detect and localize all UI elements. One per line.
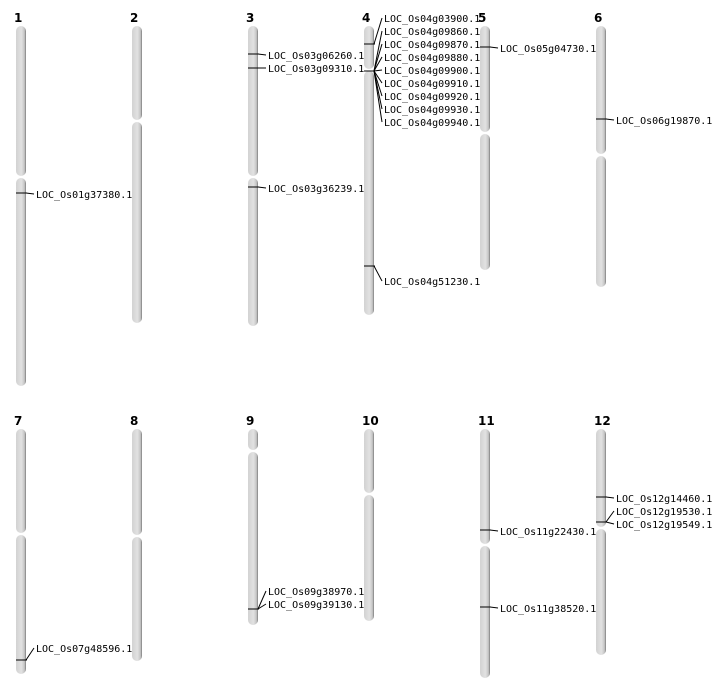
chromosome-7-short-arm bbox=[16, 429, 26, 533]
gene-connector bbox=[605, 118, 615, 121]
chromosome-8-short-arm bbox=[132, 429, 142, 535]
gene-label: LOC_Os09g38970.1 bbox=[268, 587, 364, 598]
gene-connector bbox=[25, 647, 35, 661]
chromosome-number: 6 bbox=[594, 11, 602, 25]
gene-label: LOC_Os12g19549.1 bbox=[616, 520, 712, 531]
chromosome-number: 12 bbox=[594, 414, 611, 428]
chromosome-3-long-arm bbox=[248, 178, 258, 326]
gene-label: LOC_Os03g36239.1 bbox=[268, 184, 364, 195]
gene-connector bbox=[25, 192, 35, 195]
gene-connector bbox=[605, 510, 615, 523]
gene-connector bbox=[257, 590, 267, 610]
gene-label: LOC_Os11g22430.1 bbox=[500, 527, 596, 538]
chromosome-1-long-arm bbox=[16, 178, 26, 386]
chromosome-6-short-arm bbox=[596, 26, 606, 154]
chromosome-number: 1 bbox=[14, 11, 22, 25]
gene-label: LOC_Os12g14460.1 bbox=[616, 494, 712, 505]
gene-connector bbox=[373, 70, 383, 123]
chromosome-number: 9 bbox=[246, 414, 254, 428]
chromosome-2-long-arm bbox=[132, 122, 142, 323]
gene-connector bbox=[489, 529, 499, 532]
gene-connector bbox=[373, 56, 383, 72]
gene-connector bbox=[257, 603, 267, 610]
chromosome-number: 2 bbox=[130, 11, 138, 25]
chromosome-1-short-arm bbox=[16, 26, 26, 176]
chromosome-number: 11 bbox=[478, 414, 495, 428]
gene-label: LOC_Os04g09940.1 bbox=[384, 118, 480, 129]
gene-label: LOC_Os04g09910.1 bbox=[384, 79, 480, 90]
chromosome-4-short-arm bbox=[364, 26, 374, 69]
chromosome-10-long-arm bbox=[364, 495, 374, 621]
gene-label: LOC_Os04g09920.1 bbox=[384, 92, 480, 103]
gene-connector bbox=[605, 521, 615, 525]
gene-connector bbox=[257, 186, 267, 189]
gene-label: LOC_Os12g19530.1 bbox=[616, 507, 712, 518]
chromosome-9-long-arm bbox=[248, 452, 258, 625]
gene-label: LOC_Os04g09930.1 bbox=[384, 105, 480, 116]
gene-label: LOC_Os04g09870.1 bbox=[384, 40, 480, 51]
gene-connector bbox=[373, 265, 383, 282]
gene-connector bbox=[373, 43, 383, 72]
chromosome-10-short-arm bbox=[364, 429, 374, 493]
gene-label: LOC_Os04g09900.1 bbox=[384, 66, 480, 77]
chromosome-7-long-arm bbox=[16, 535, 26, 674]
chromosome-11-long-arm bbox=[480, 546, 490, 678]
gene-label: LOC_Os04g09860.1 bbox=[384, 27, 480, 38]
chromosome-8-long-arm bbox=[132, 537, 142, 661]
gene-connector bbox=[605, 496, 615, 499]
gene-connector bbox=[257, 53, 267, 56]
gene-connector bbox=[373, 17, 383, 45]
gene-label: LOC_Os03g06260.1 bbox=[268, 51, 364, 62]
gene-label: LOC_Os04g51230.1 bbox=[384, 277, 480, 288]
chromosome-6-long-arm bbox=[596, 156, 606, 287]
chromosome-9-short-arm bbox=[248, 429, 258, 450]
chromosome-number: 8 bbox=[130, 414, 138, 428]
gene-connector bbox=[373, 69, 383, 72]
gene-label: LOC_Os06g19870.1 bbox=[616, 116, 712, 127]
chromosome-5-short-arm bbox=[480, 26, 490, 132]
chromosome-3-short-arm bbox=[248, 26, 258, 176]
chromosome-number: 3 bbox=[246, 11, 254, 25]
chromosome-number: 7 bbox=[14, 414, 22, 428]
gene-connector bbox=[373, 70, 383, 84]
gene-label: LOC_Os09g39130.1 bbox=[268, 600, 364, 611]
chromosome-12-long-arm bbox=[596, 529, 606, 655]
chromosome-number: 4 bbox=[362, 11, 370, 25]
gene-label: LOC_Os04g03900.1 bbox=[384, 14, 480, 25]
chromosome-12-short-arm bbox=[596, 429, 606, 527]
chromosome-4-long-arm bbox=[364, 71, 374, 315]
gene-label: LOC_Os01g37380.1 bbox=[36, 190, 132, 201]
gene-connector bbox=[373, 30, 383, 72]
gene-label: LOC_Os11g38520.1 bbox=[500, 604, 596, 615]
gene-connector bbox=[489, 46, 499, 49]
gene-connector bbox=[489, 606, 499, 609]
gene-label: LOC_Os05g04730.1 bbox=[500, 44, 596, 55]
chromosome-number: 10 bbox=[362, 414, 379, 428]
chromosome-11-short-arm bbox=[480, 429, 490, 544]
gene-label: LOC_Os04g09880.1 bbox=[384, 53, 480, 64]
gene-label: LOC_Os07g48596.1 bbox=[36, 644, 132, 655]
chromosome-5-long-arm bbox=[480, 134, 490, 270]
gene-label: LOC_Os03g09310.1 bbox=[268, 64, 364, 75]
chromosome-2-short-arm bbox=[132, 26, 142, 120]
chromosome-number: 5 bbox=[478, 11, 486, 25]
